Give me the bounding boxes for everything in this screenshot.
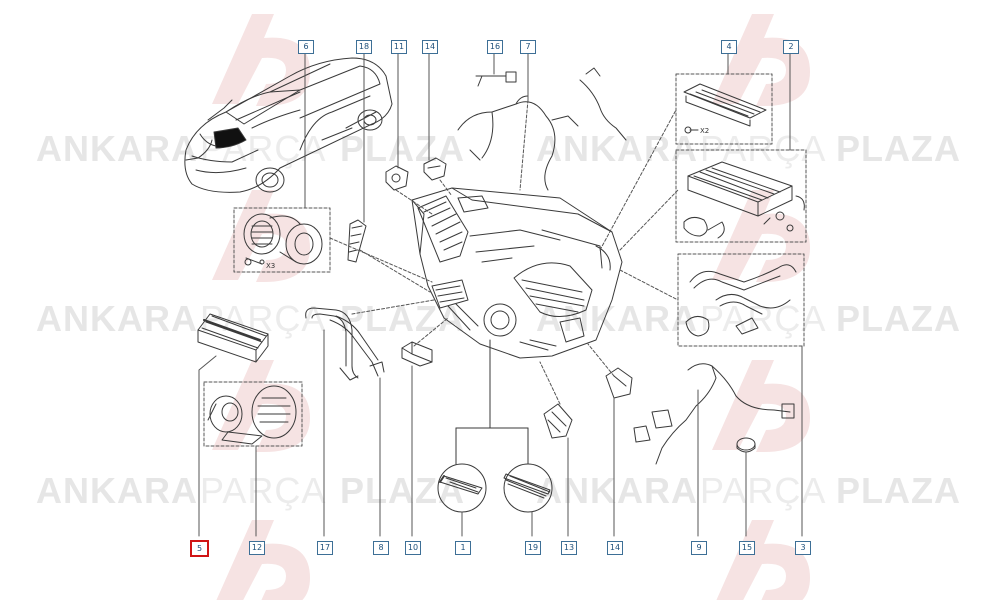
heater-pipes-3 [685,264,797,337]
part-tag-9[interactable]: 9 [691,541,707,555]
ptc-heater-4 [683,83,767,134]
blower-12-detail-box [203,381,303,447]
part-tag-5-selected[interactable]: 5 [190,540,209,557]
part-tag-19[interactable]: 19 [525,541,541,555]
logo-mark [712,14,810,106]
filter-kit-1 [437,463,487,513]
blower-motor-12 [207,385,297,445]
part-tag-7[interactable]: 7 [520,40,536,54]
cabin-filter-narrow [347,219,367,263]
watermark-brand: ANKARA [536,470,698,511]
part-tag-16[interactable]: 16 [487,40,503,54]
wiring-harness-9 [633,363,795,465]
small-actuator-14 [423,157,447,181]
watermark-brand: PARÇA [700,470,827,511]
actuator-13 [543,403,573,439]
heater-core-2 [683,161,805,239]
drain-hose-17 [305,307,359,381]
part-tag-2[interactable]: 2 [783,40,799,54]
wiring-harness-7 [457,67,627,191]
cabin-filter-5 [197,313,269,363]
logo-mark [212,360,310,452]
hose-8 [329,315,385,377]
small-bracket-11 [385,165,409,191]
part-tag-3[interactable]: 3 [795,541,811,555]
watermark-row: ANKARA PARÇA PLAZA ANKARA PARÇA PLAZA [0,470,1000,530]
heater-detail-box [675,73,773,145]
connector-10 [401,341,433,367]
part-tag-11[interactable]: 11 [391,40,407,54]
part-tag-18[interactable]: 18 [356,40,372,54]
part-tag-15[interactable]: 15 [739,541,755,555]
leader-lines [198,53,803,537]
watermark-brand: ANKARA [36,470,198,511]
part-tag-17[interactable]: 17 [317,541,333,555]
multiplier-label: X3 [266,262,276,270]
filter-bracket-lines [455,339,529,465]
actuator-14-bottom [605,367,633,399]
watermark-brand: PLAZA [836,470,961,511]
multiplier-label: X2 [700,127,710,135]
part-tag-14-bottom[interactable]: 14 [607,541,623,555]
watermark-brand: PARÇA [200,470,327,511]
blower-motor [243,213,323,266]
watermark-brand: PLAZA [340,298,465,339]
part-tag-4[interactable]: 4 [721,40,737,54]
heater-core-detail-box [675,149,807,243]
logo-mark [712,360,810,452]
watermark-brand: PLAZA [836,128,961,169]
part-tag-8[interactable]: 8 [373,541,389,555]
watermark-brand: PLAZA [836,298,961,339]
hvac-housing [411,187,623,359]
sensor-16 [475,71,517,87]
logo-mark [712,190,810,282]
part-tag-14[interactable]: 14 [422,40,438,54]
filter-kit-19 [503,463,553,513]
watermark-brand: ANKARA [536,128,698,169]
part-tag-12[interactable]: 12 [249,541,265,555]
logo-mark [212,14,310,106]
watermark-brand: ANKARA [36,298,198,339]
logo-mark [716,520,810,600]
watermark-row: ANKARA PARÇA PLAZA ANKARA PARÇA PLAZA [0,128,1000,188]
part-tag-1[interactable]: 1 [455,541,471,555]
callout-dashes [329,99,679,405]
car-illustration [184,57,393,193]
part-tag-13[interactable]: 13 [561,541,577,555]
logo-mark [216,520,310,600]
part-tag-10[interactable]: 10 [405,541,421,555]
logo-mark [212,190,310,282]
blower-detail-box [233,207,331,273]
watermark-brand: ANKARA [36,128,198,169]
part-tag-6[interactable]: 6 [298,40,314,54]
grommet-15 [736,437,756,453]
